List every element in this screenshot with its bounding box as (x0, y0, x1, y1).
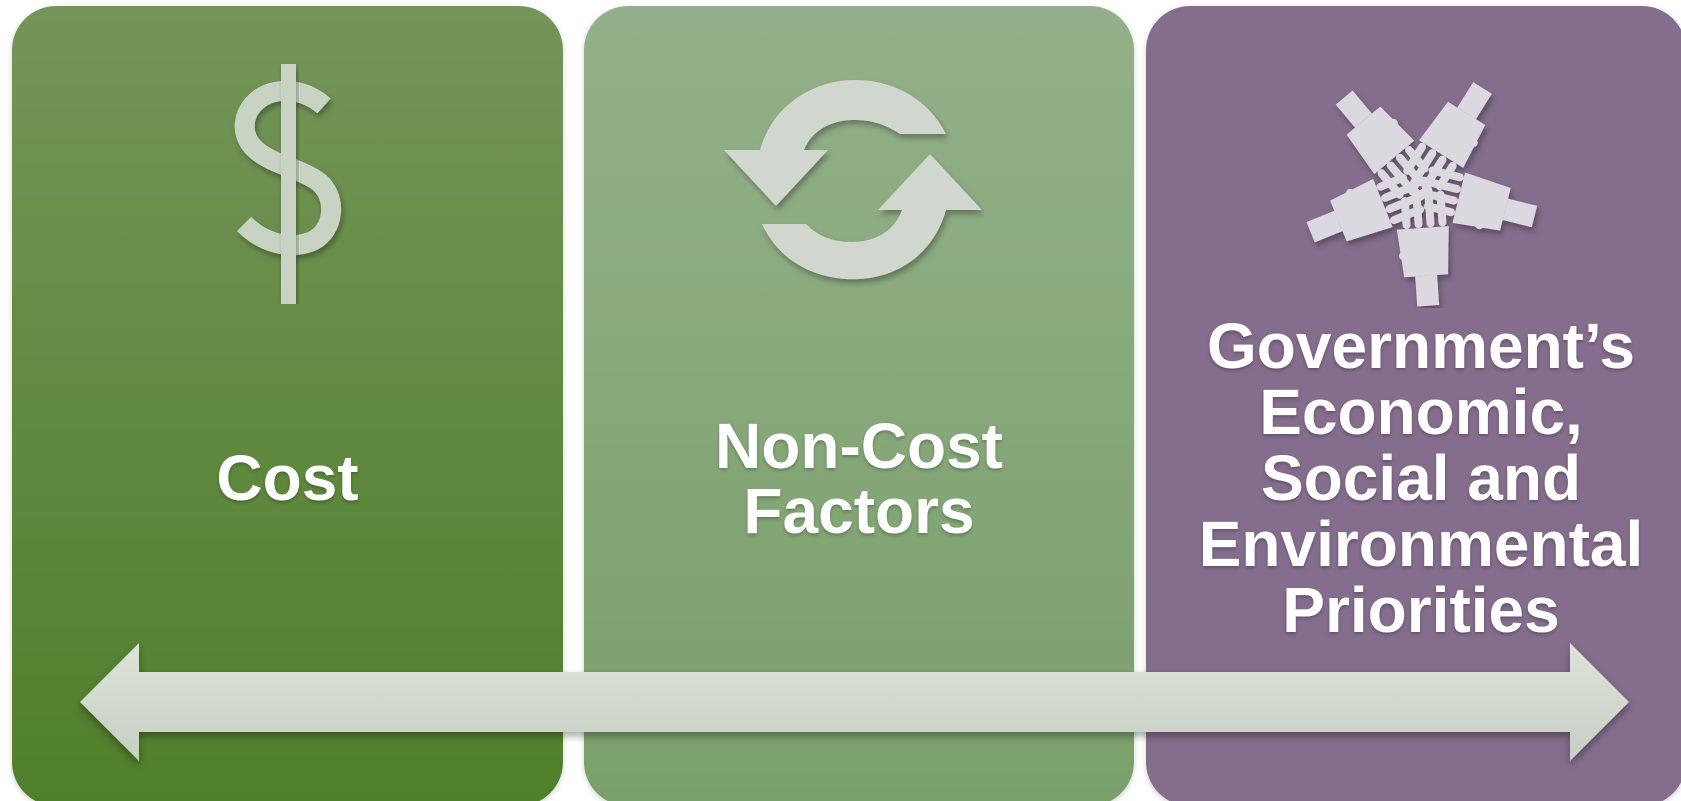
non-cost-factors-label: Non-Cost Factors (715, 410, 1003, 548)
cycle-arrows-icon (724, 78, 984, 298)
non-cost-panel (584, 6, 1134, 801)
hands-together-icon (1290, 68, 1550, 308)
government-priorities-label: Government’s Economic, Social and Enviro… (1198, 310, 1644, 646)
cost-label: Cost (216, 442, 359, 514)
dollar-sign-icon (226, 64, 356, 304)
